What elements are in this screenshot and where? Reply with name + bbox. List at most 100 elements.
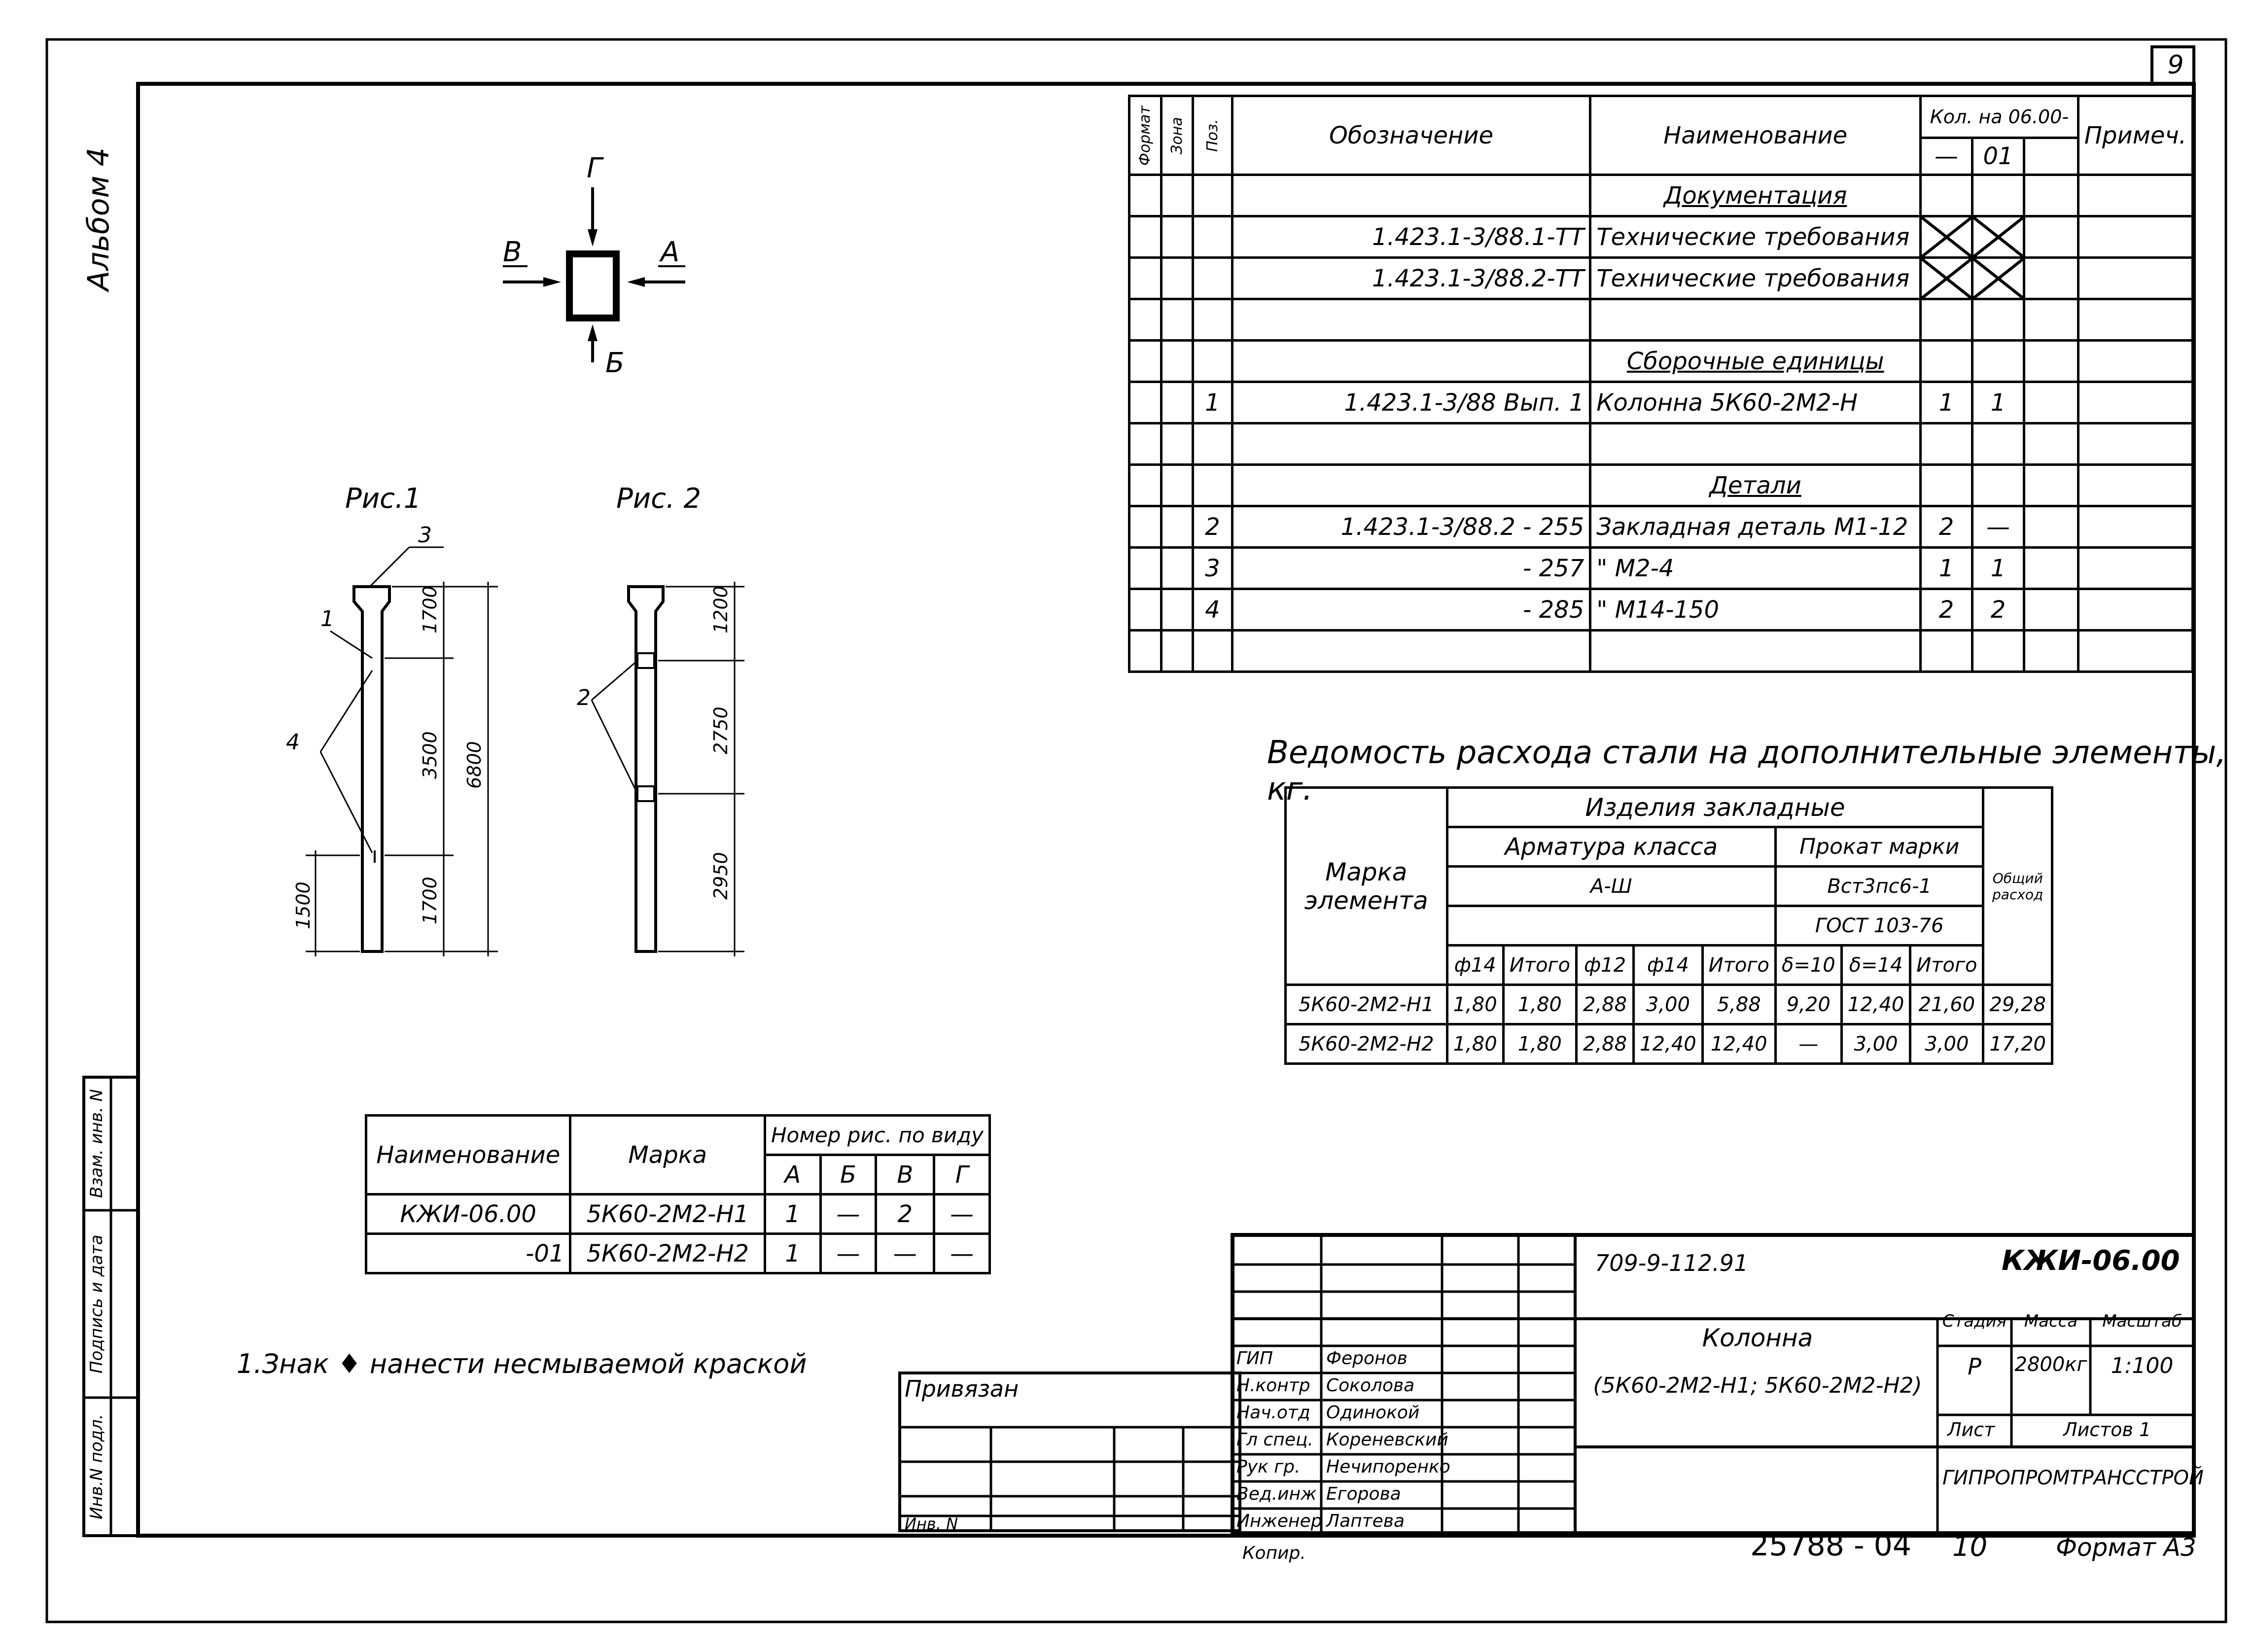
role-person: Кореневский xyxy=(1326,1430,1448,1450)
spec-cell-note xyxy=(2077,381,2194,424)
spec-cell-name xyxy=(1589,422,1922,466)
spec-cell-format xyxy=(1128,546,1162,590)
view-label-left: В xyxy=(503,236,522,268)
spec-header-designation: Обозначение xyxy=(1231,95,1592,176)
steel-cell-value: 2,88 xyxy=(1575,1023,1635,1065)
steel-subheader: δ=10 xyxy=(1774,944,1843,986)
steel-cell-mark: 5К60-2М2-Н1 xyxy=(1284,984,1448,1025)
role-title: Гл спец. xyxy=(1236,1430,1313,1450)
project-code: 709-9-112.91 xyxy=(1595,1250,1749,1276)
mass-value: 2800кг xyxy=(2014,1353,2087,1376)
spec-cell-name: Закладная деталь М1-12 xyxy=(1589,505,1922,549)
spec-header-qty-01: 01 xyxy=(1971,137,2025,176)
spec-cell-qty-dash: 1 xyxy=(1919,546,1973,590)
spec-cell-pos xyxy=(1192,215,1233,259)
role-title: ГИП xyxy=(1236,1348,1273,1369)
marks-header-v: В xyxy=(875,1154,936,1195)
steel-header-embedded: Изделия закладные xyxy=(1445,786,1985,828)
steel-cell-value: 12,40 xyxy=(1701,1023,1777,1065)
spec-cell-zone xyxy=(1160,588,1195,632)
binding-block-lines xyxy=(898,1371,1241,1532)
spec-cell-pos xyxy=(1192,256,1233,300)
spec-cell-designation: 1.423.1-3/88.2-ТТ xyxy=(1231,256,1592,300)
spec-cell-name xyxy=(1589,629,1922,673)
role-person: Егорова xyxy=(1326,1484,1401,1504)
spec-cell-qty-01 xyxy=(1971,463,2025,507)
spec-cell-qty-dash: 2 xyxy=(1919,588,1973,632)
stamp-signature-date: Подпись и дата xyxy=(87,1234,106,1373)
spec-cell-name: Сборочные единицы xyxy=(1589,339,1922,383)
spec-header-format: Формат xyxy=(1136,105,1154,166)
spec-cell-pos: 2 xyxy=(1192,505,1233,549)
spec-cell-zone xyxy=(1160,422,1195,466)
spec-cell-name: " М14-150 xyxy=(1589,588,1922,632)
steel-header-rebar-class: А-Ш xyxy=(1445,865,1777,907)
spec-cell-qty-01: 1 xyxy=(1971,546,2025,590)
steel-cell-value: 3,00 xyxy=(1840,1023,1912,1065)
general-note: 1.Знак ♦ нанести несмываемой краской xyxy=(237,1348,807,1379)
fig1-dim-bottom: 1700 xyxy=(419,877,441,924)
spec-cell-designation xyxy=(1231,174,1592,217)
binding-label: Привязан xyxy=(905,1375,1019,1402)
role-title: Нач.отд xyxy=(1236,1403,1310,1423)
spec-cell-zone xyxy=(1160,546,1195,590)
spec-cell-note xyxy=(2077,298,2194,342)
steel-subheader: Итого xyxy=(1909,944,1985,986)
spec-cell-designation xyxy=(1231,463,1592,507)
sheet-label: Лист xyxy=(1947,1419,1995,1441)
fig1-callout-4: 4 xyxy=(286,730,300,755)
spec-cell-note xyxy=(2077,422,2194,466)
steel-table: Марка элемента Изделия закладные Общий р… xyxy=(1284,786,2053,1065)
spec-cell-qty-01 xyxy=(1971,629,2025,673)
steel-subheader: ф14 xyxy=(1632,944,1704,986)
spec-cell-pos: 4 xyxy=(1192,588,1233,632)
spec-header-note: Примеч. xyxy=(2077,95,2194,176)
steel-header-rebar: Арматура класса xyxy=(1445,826,1777,868)
spec-cell-pos xyxy=(1192,174,1233,217)
spec-cell-extra xyxy=(2022,174,2079,217)
steel-cell-value: 1,80 xyxy=(1445,984,1505,1025)
marks-cell-mark: 5К60-2М2-Н1 xyxy=(569,1193,766,1235)
fig2-title: Рис. 2 xyxy=(616,483,701,515)
role-title: Вед.инж xyxy=(1236,1484,1317,1504)
spec-cell-format xyxy=(1128,505,1162,549)
marks-cell-view-a: 1 xyxy=(763,1232,822,1274)
specification-table: Формат Зона Поз. Обозначение Наименовани… xyxy=(1128,95,2194,673)
spec-cell-note xyxy=(2077,463,2194,507)
spec-cell-extra xyxy=(2022,422,2079,466)
spec-cell-qty-dash: 2 xyxy=(1919,505,1973,549)
marks-header-mark: Марка xyxy=(569,1114,766,1195)
steel-table-title: Ведомость расхода стали на дополнительны… xyxy=(1267,735,2226,808)
figure-1-column: Рис.1 3 1 4 1700 3500 6800 1700 1500 xyxy=(286,483,498,956)
spec-cell-qty-01 xyxy=(1971,422,2025,466)
marks-cell-mark: 5К60-2М2-Н2 xyxy=(569,1232,766,1274)
spec-cell-extra xyxy=(2022,629,2079,673)
spec-cell-designation xyxy=(1231,629,1592,673)
steel-cell-value: 5,88 xyxy=(1701,984,1777,1025)
spec-cell-note xyxy=(2077,256,2194,300)
binding-inv-label: Инв. N xyxy=(905,1514,958,1533)
steel-cell-value: 12,40 xyxy=(1632,1023,1704,1065)
steel-subheader: δ=14 xyxy=(1840,944,1912,986)
marks-cell-view-g: — xyxy=(933,1232,991,1274)
spec-cell-qty-01: — xyxy=(1971,505,2025,549)
fig1-callout-3: 3 xyxy=(418,523,432,548)
spec-cell-designation: - 257 xyxy=(1231,546,1592,590)
marks-cell-view-v: 2 xyxy=(875,1193,936,1235)
table-row: Сборочные единицы xyxy=(1128,339,2194,383)
stamp-inv-podl: Инв.N подл. xyxy=(87,1414,106,1519)
role-person: Одинокой xyxy=(1326,1403,1420,1423)
steel-header-rolled-gost: ГОСТ 103-76 xyxy=(1774,905,1985,947)
steel-cell-value: 3,00 xyxy=(1909,1023,1985,1065)
stamp-replacement-inv: Взам. инв. N xyxy=(87,1089,106,1198)
spec-cell-name: " М2-4 xyxy=(1589,546,1922,590)
spec-cell-pos xyxy=(1192,339,1233,383)
